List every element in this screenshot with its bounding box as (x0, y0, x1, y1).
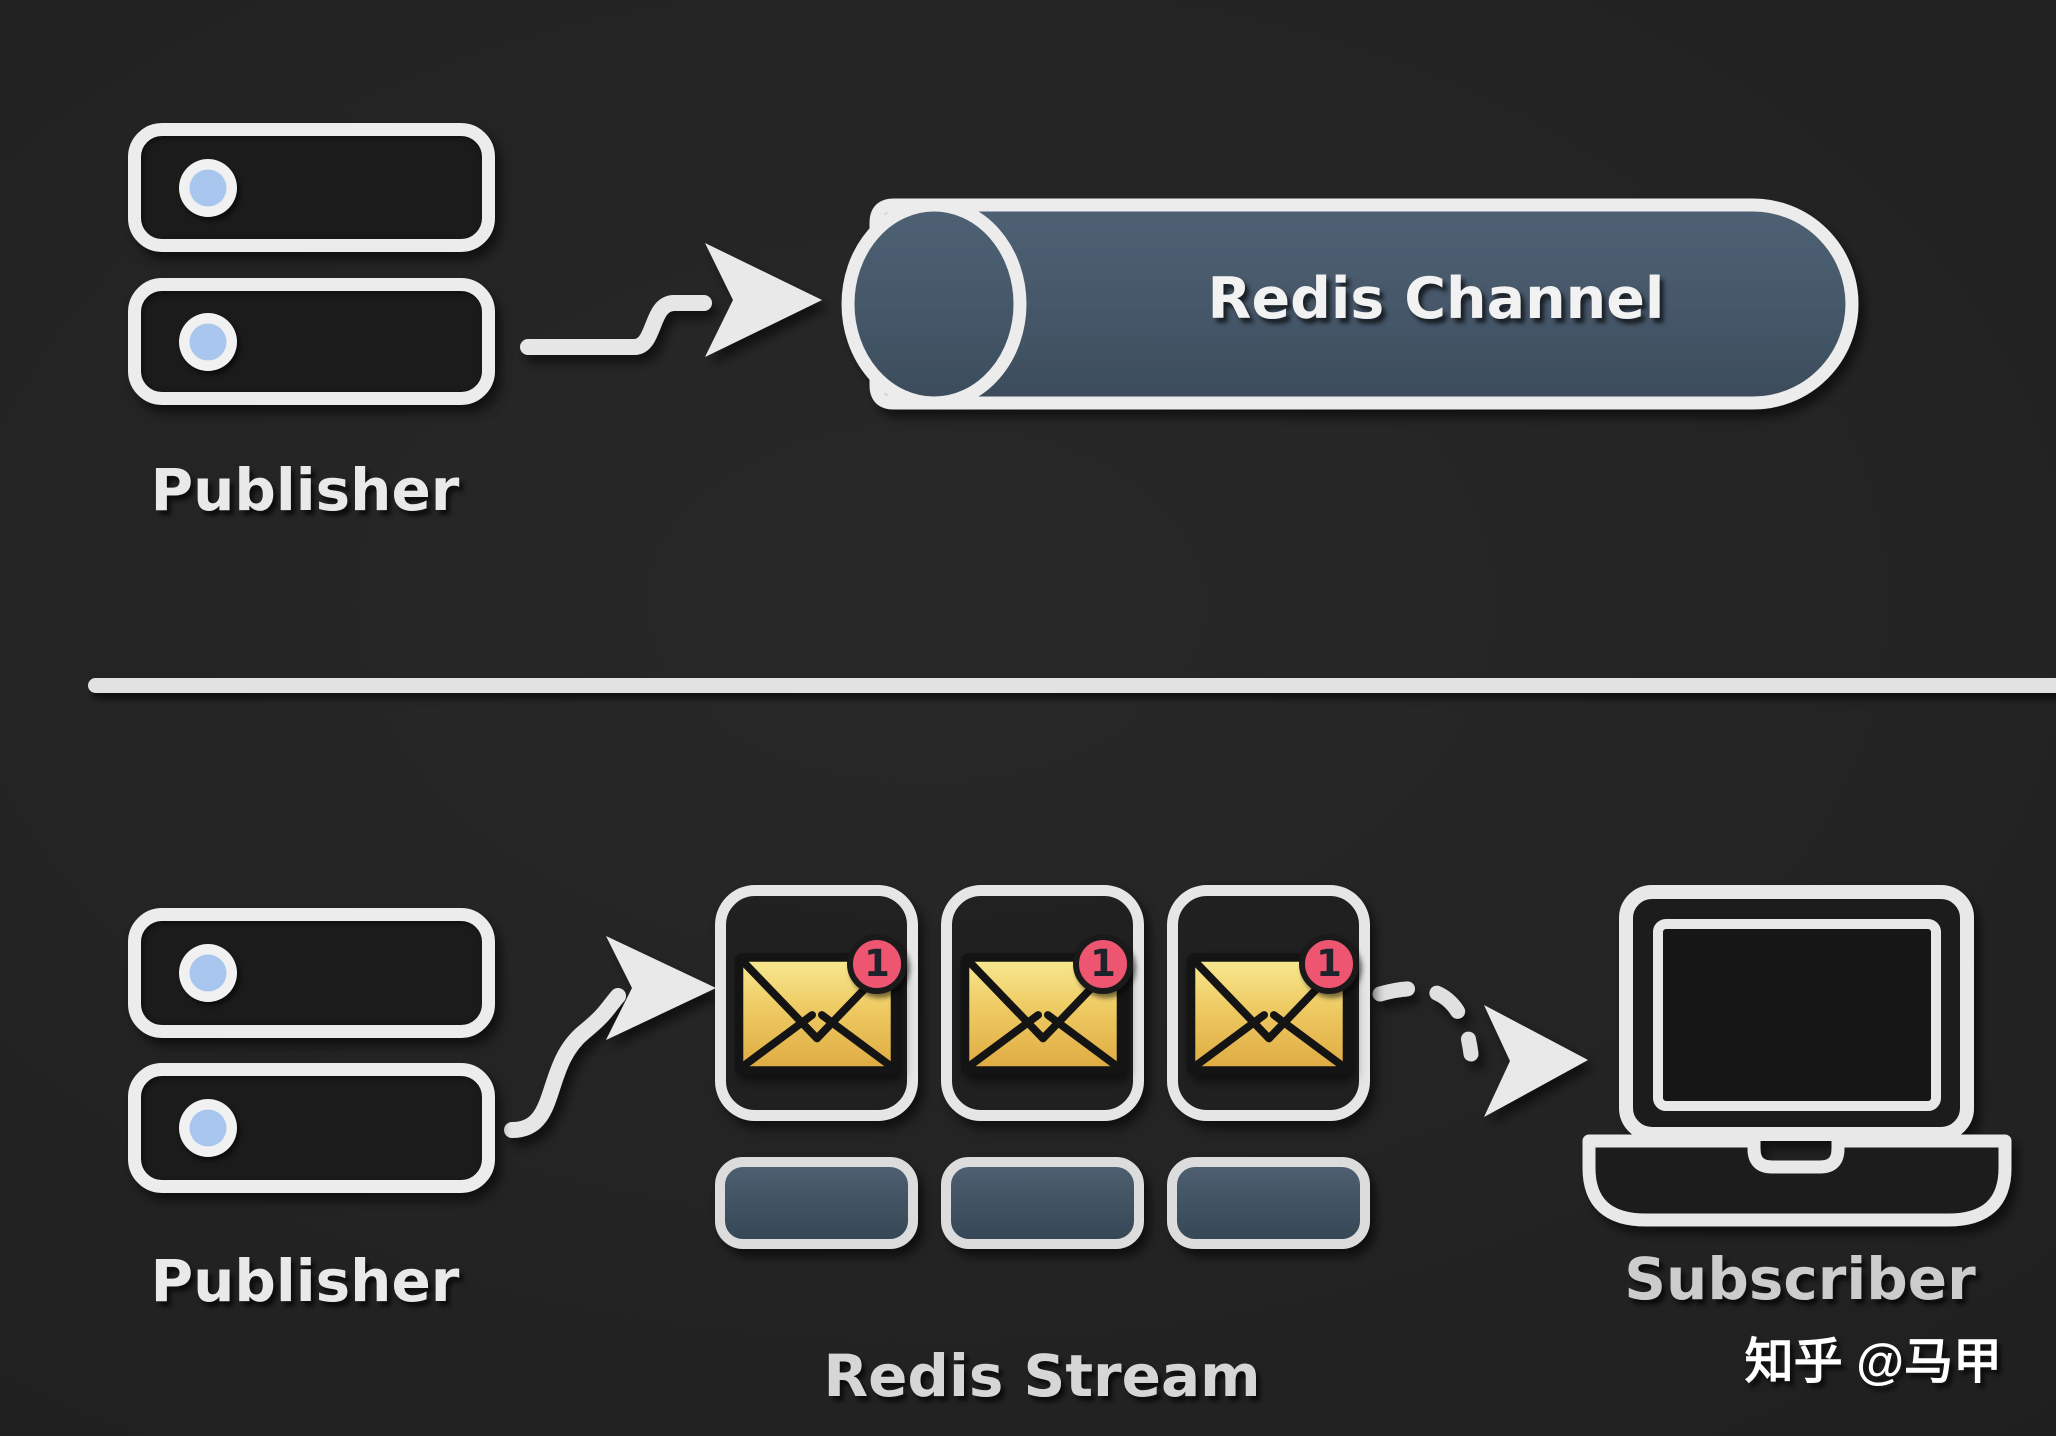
watermark: 知乎 @马甲 (1744, 1335, 2002, 1389)
led-indicator-icon (179, 312, 237, 371)
arrow-icon (504, 936, 716, 1138)
unread-badge: 1 (1073, 934, 1133, 994)
stream-entry-cell: 1 (1167, 885, 1370, 1121)
vent-dots-icon (296, 326, 442, 358)
vent-dots-icon (296, 1112, 442, 1144)
laptop-icon (1582, 885, 2012, 1227)
publisher-label: Publisher (150, 456, 460, 524)
publisher-label: Publisher (150, 1247, 460, 1315)
server-icon (128, 908, 495, 1038)
stream-empty-slot (941, 1157, 1144, 1249)
stream-label: Redis Stream (823, 1342, 1261, 1410)
unread-badge: 1 (847, 934, 907, 994)
server-icon (128, 1063, 495, 1193)
stream-entry-cell: 1 (715, 885, 918, 1121)
section-divider (88, 678, 2056, 693)
arrow-icon (520, 243, 822, 357)
led-indicator-icon (179, 944, 237, 1002)
led-indicator-icon (179, 1099, 237, 1157)
channel-label: Redis Channel (1207, 266, 1665, 332)
dashed-arrow-icon (1372, 981, 1588, 1117)
vent-dots-icon (296, 957, 442, 989)
server-icon (128, 123, 495, 252)
stream-empty-slot (715, 1157, 918, 1249)
unread-badge: 1 (1299, 934, 1359, 994)
stream-empty-slot (1167, 1157, 1370, 1249)
server-icon (128, 278, 495, 405)
stream-entry-cell: 1 (941, 885, 1144, 1121)
led-indicator-icon (179, 158, 237, 217)
vent-dots-icon (296, 172, 442, 204)
subscriber-label: Subscriber (1624, 1245, 1976, 1313)
